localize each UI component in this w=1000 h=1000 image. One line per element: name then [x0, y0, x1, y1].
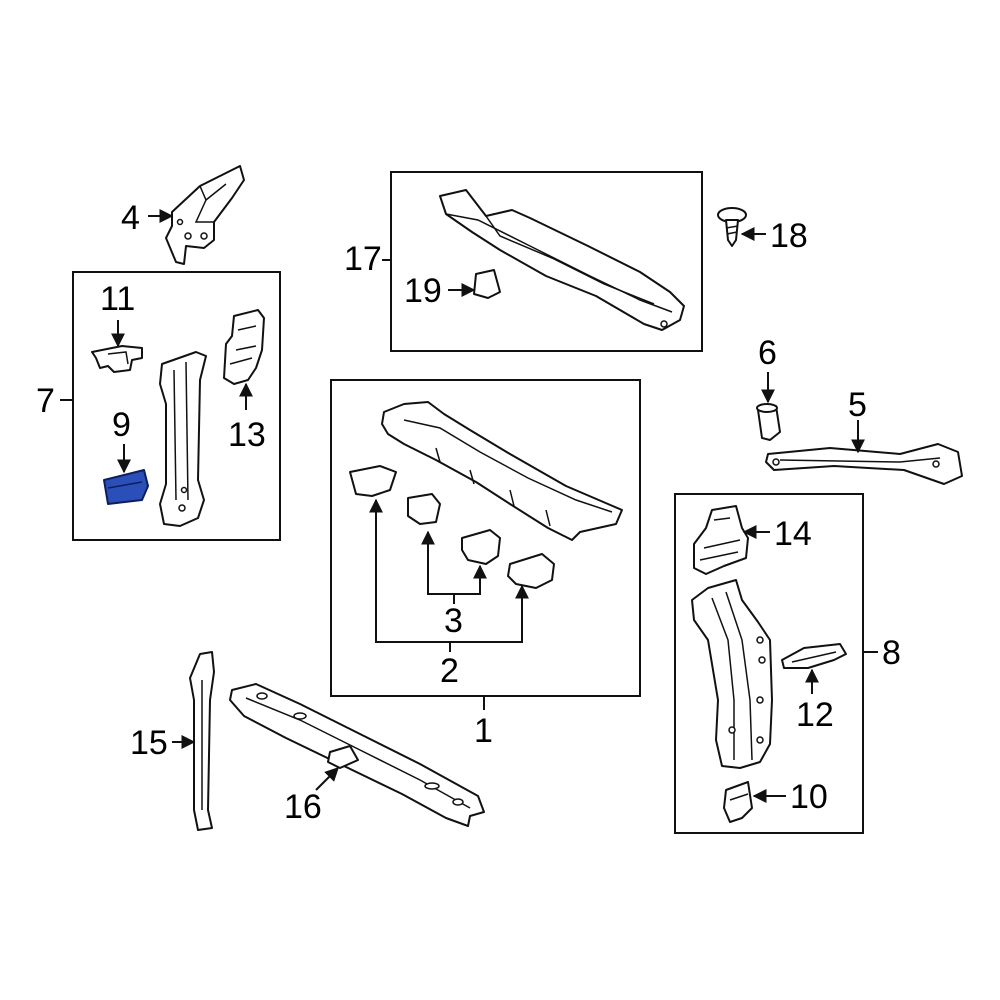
group-box-7 — [72, 271, 281, 541]
part-6-bushing[interactable] — [756, 403, 781, 441]
part-18-bolt[interactable] — [717, 207, 747, 247]
callout-6: 6 — [758, 334, 777, 372]
part-5-brace[interactable] — [765, 443, 963, 485]
callout-18: 18 — [770, 217, 808, 255]
callout-9: 9 — [112, 406, 131, 444]
callout-4: 4 — [121, 199, 140, 237]
group-box-1 — [330, 379, 641, 697]
part-9-highlighted[interactable] — [103, 469, 149, 505]
part-10-bracket[interactable] — [723, 781, 753, 823]
part-8-support[interactable] — [691, 579, 773, 769]
part-19-clip[interactable] — [473, 269, 501, 299]
leader-16 — [315, 767, 339, 791]
part-15-post[interactable] — [189, 651, 215, 831]
callout-11: 11 — [100, 280, 135, 318]
part-2-bracket-right[interactable] — [507, 553, 555, 589]
callout-2: 2 — [440, 652, 459, 690]
part-3-bracket-left[interactable] — [407, 493, 441, 525]
callout-3: 3 — [444, 602, 463, 640]
callout-19: 19 — [404, 272, 442, 310]
part-4-bracket[interactable] — [165, 165, 245, 265]
part-17-cover[interactable] — [439, 189, 685, 331]
callout-15: 15 — [130, 724, 168, 762]
group-box-17 — [390, 171, 703, 352]
callout-17: 17 — [344, 240, 382, 278]
callout-14: 14 — [774, 515, 812, 553]
callout-1: 1 — [474, 712, 493, 750]
callout-16: 16 — [284, 788, 322, 826]
part-13-bracket[interactable] — [223, 309, 265, 385]
part-1-upper-support[interactable] — [381, 401, 623, 541]
part-11-clip[interactable] — [91, 345, 143, 373]
callout-5: 5 — [848, 386, 867, 424]
part-16-lower-support[interactable] — [229, 683, 485, 827]
callout-12: 12 — [796, 696, 834, 734]
callout-7: 7 — [36, 382, 55, 420]
callout-13: 13 — [228, 416, 266, 454]
part-2-bracket-left[interactable] — [349, 465, 397, 497]
callout-10: 10 — [790, 778, 828, 816]
part-7-support[interactable] — [159, 351, 207, 527]
part-14-bracket[interactable] — [693, 505, 749, 575]
group-box-8 — [674, 493, 864, 834]
callout-8: 8 — [882, 634, 901, 672]
part-3-bracket-right[interactable] — [461, 529, 501, 565]
part-12-bracket[interactable] — [781, 643, 847, 669]
